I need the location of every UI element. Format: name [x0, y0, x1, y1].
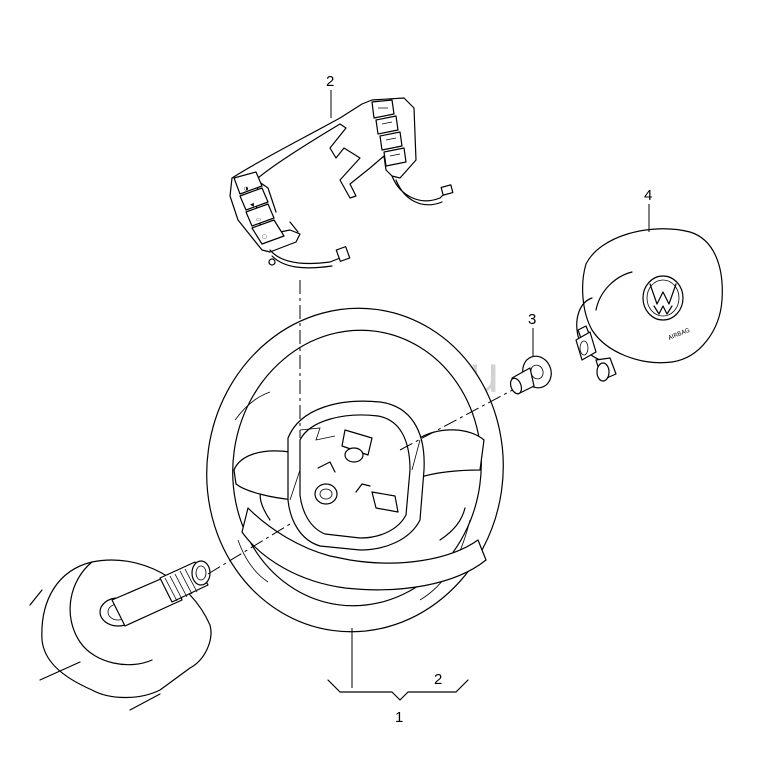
callout-leaders — [327, 90, 650, 701]
callout-item-2-top: 2 — [326, 73, 334, 90]
steering-column — [29, 559, 212, 711]
switch-symbol-3: ▭ — [256, 217, 261, 223]
callout-item-3: 3 — [528, 311, 536, 328]
hub-bolt — [509, 355, 552, 395]
vw-logo-icon — [642, 275, 684, 321]
assembly-axis-lines — [207, 280, 521, 575]
callout-item-2-bracket: 2 — [434, 671, 442, 688]
steering-wheel — [206, 307, 504, 633]
switch-symbol-1: ◑ — [244, 186, 249, 192]
switch-symbol-2: ◀ — [250, 202, 254, 208]
multifunction-switch-module: ◑ ◀ ▭ ▢ — [229, 97, 454, 269]
airbag-unit: AIRBAG — [575, 228, 723, 382]
callout-item-4: 4 — [644, 187, 652, 204]
switch-symbol-4: ▢ — [262, 234, 267, 240]
callout-item-1: 1 — [395, 709, 403, 726]
